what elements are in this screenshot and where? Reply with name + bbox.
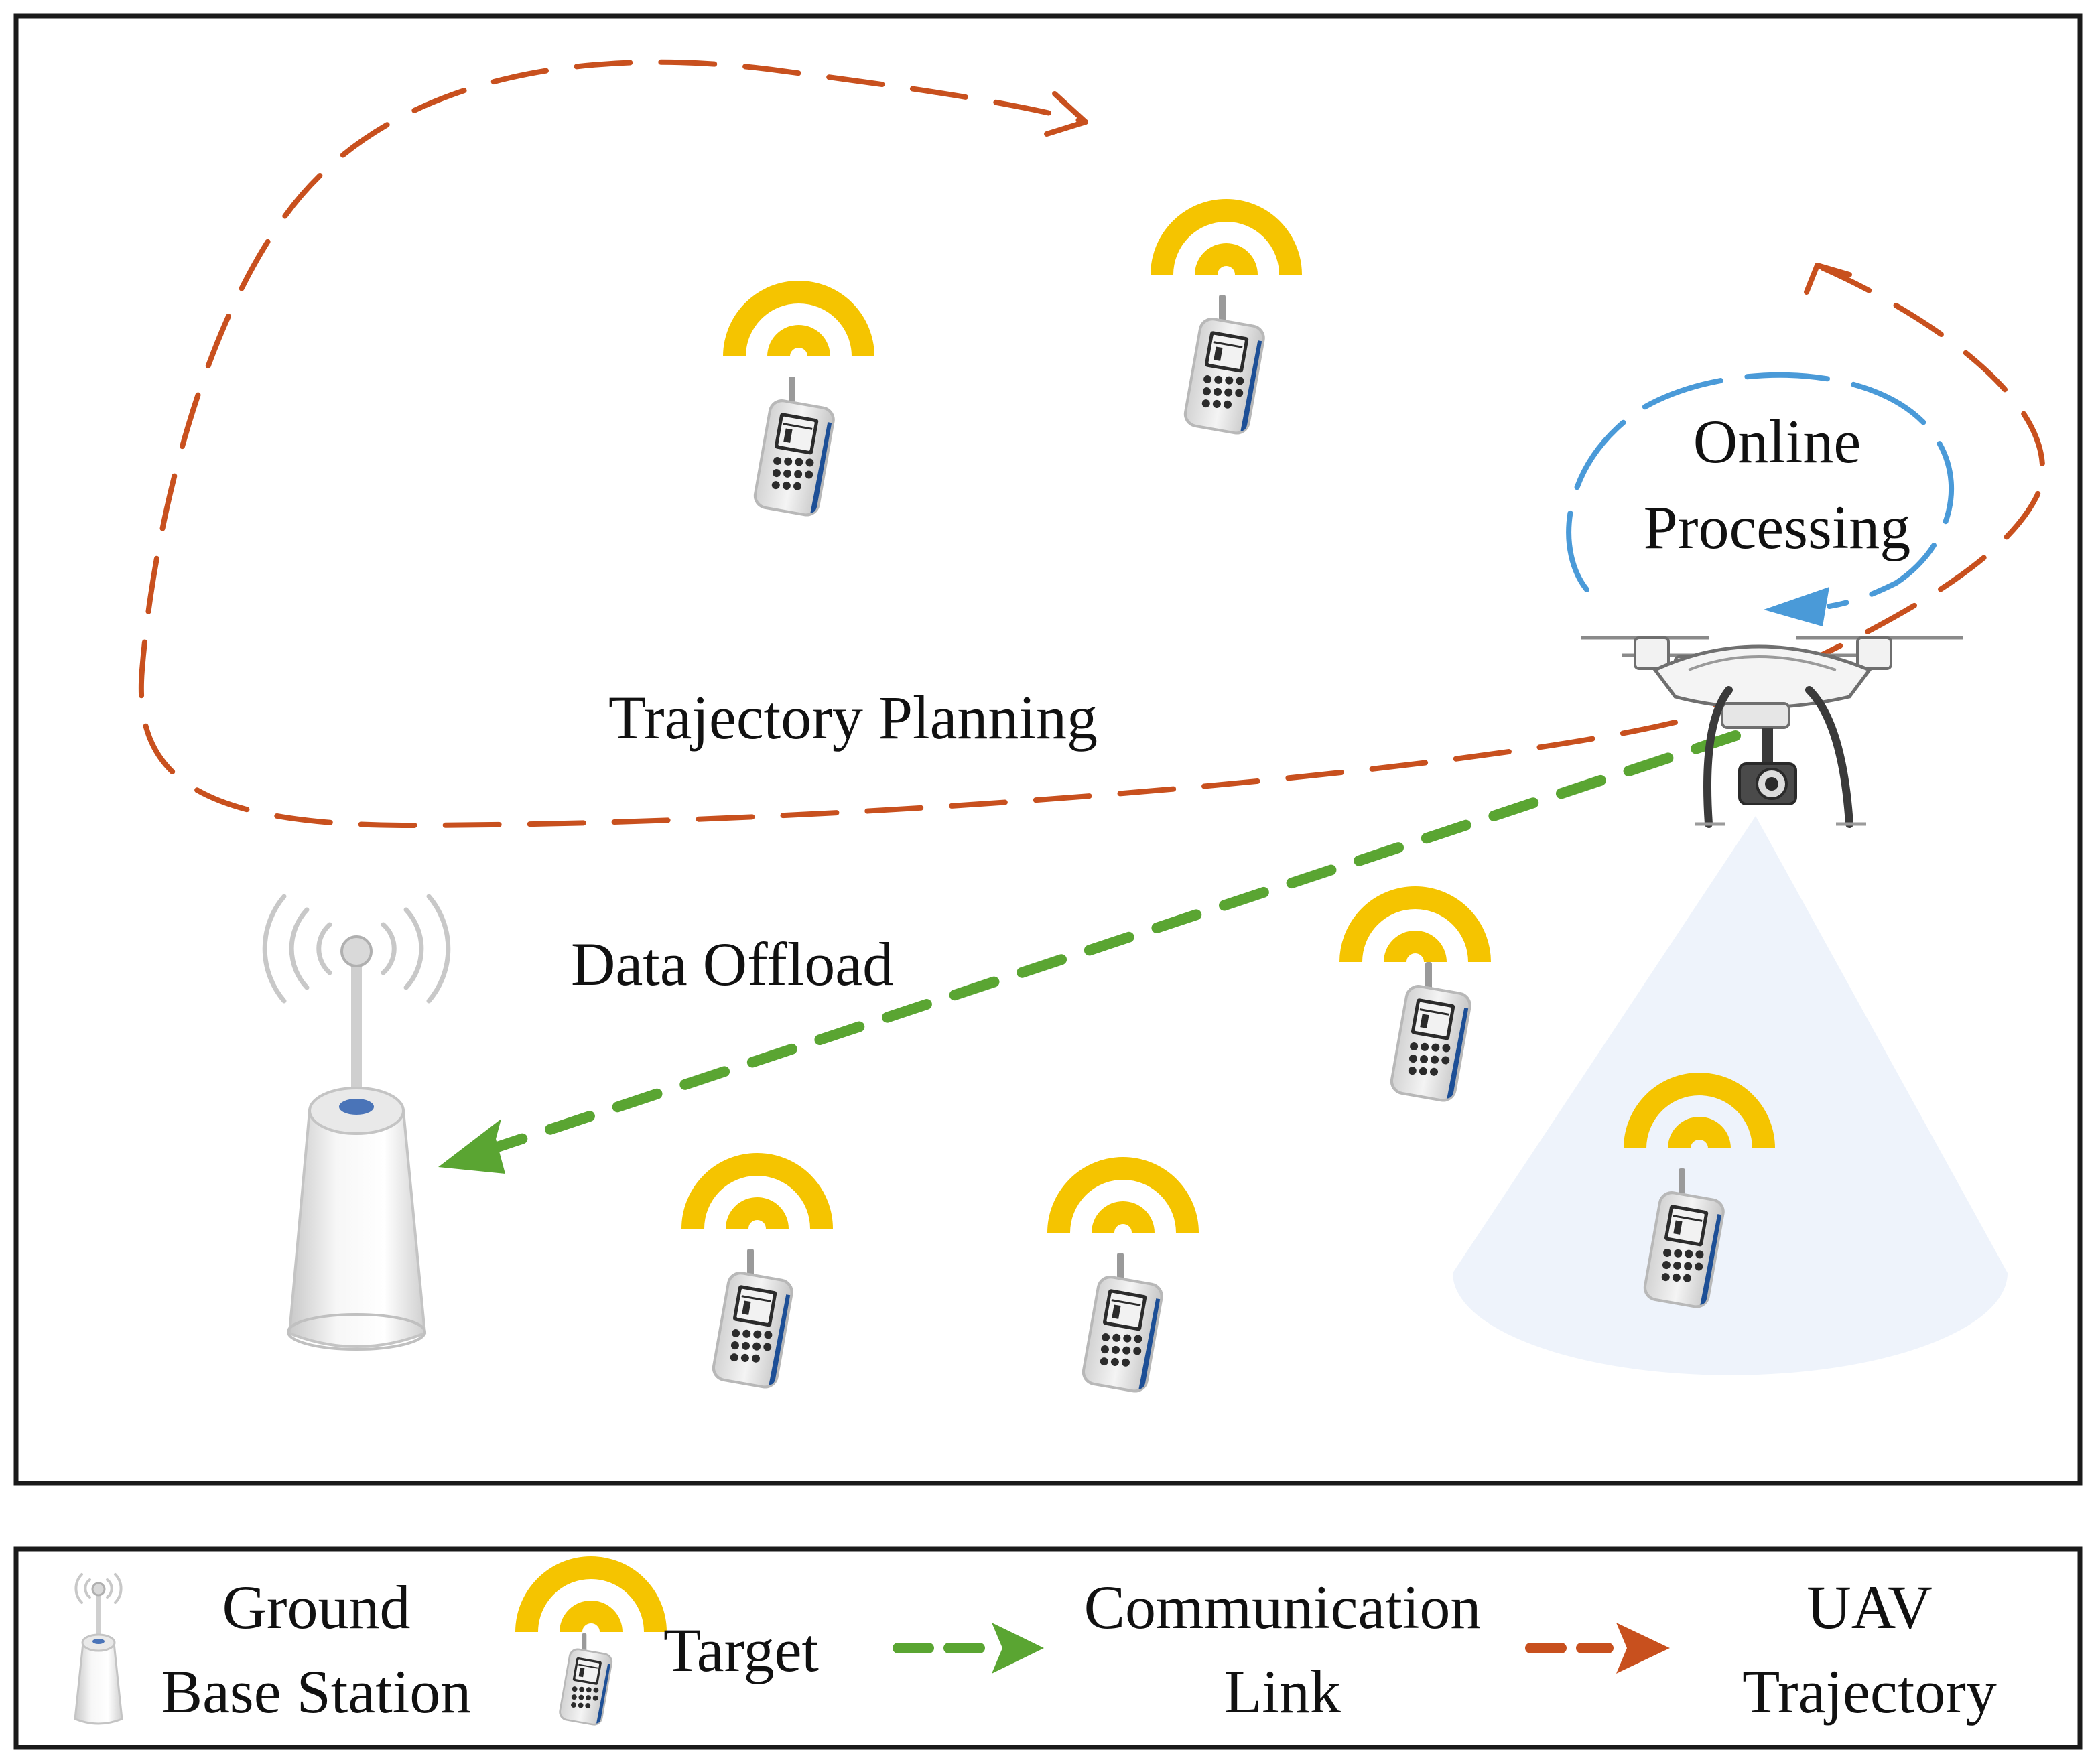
- legend-ground-label-line1: Ground: [222, 1573, 410, 1641]
- legend-communication-label-line1: Communication: [1084, 1573, 1482, 1641]
- legend-communication-label-line2: Link: [1224, 1657, 1341, 1726]
- uav-trajectory-arrowhead: [1044, 91, 1088, 137]
- legend-ground-label-line2: Base Station: [161, 1657, 472, 1726]
- uav-trajectory-exit-arrowhead: [1804, 263, 1852, 295]
- communication-link-arrowhead: [438, 1119, 505, 1174]
- online-processing-label-line1: Online: [1693, 407, 1861, 476]
- legend-communication-arrowhead: [992, 1623, 1044, 1674]
- legend-uav-label-line2: Trajectory: [1742, 1657, 1997, 1726]
- legend-base-station-icon: [74, 1573, 123, 1725]
- ground-base-station-icon: [262, 894, 451, 1351]
- online-processing-arrowhead: [1764, 587, 1829, 626]
- legend-target-label: Target: [663, 1616, 819, 1684]
- online-processing-label-line2: Processing: [1644, 493, 1911, 561]
- communication-link-path: [484, 730, 1741, 1155]
- trajectory-planning-label: Trajectory Planning: [608, 683, 1098, 752]
- legend-trajectory-arrowhead: [1616, 1623, 1670, 1674]
- uav-trajectory-path: [138, 59, 1678, 829]
- uav-drone-icon: [1581, 636, 1963, 828]
- online-processing-loop: [1566, 372, 1955, 609]
- legend-frame: [13, 1546, 2083, 1750]
- legend-uav-label-line1: UAV: [1807, 1573, 1932, 1641]
- data-offload-label: Data Offload: [571, 930, 893, 998]
- uav-trajectory-exit-path: [1713, 265, 2045, 707]
